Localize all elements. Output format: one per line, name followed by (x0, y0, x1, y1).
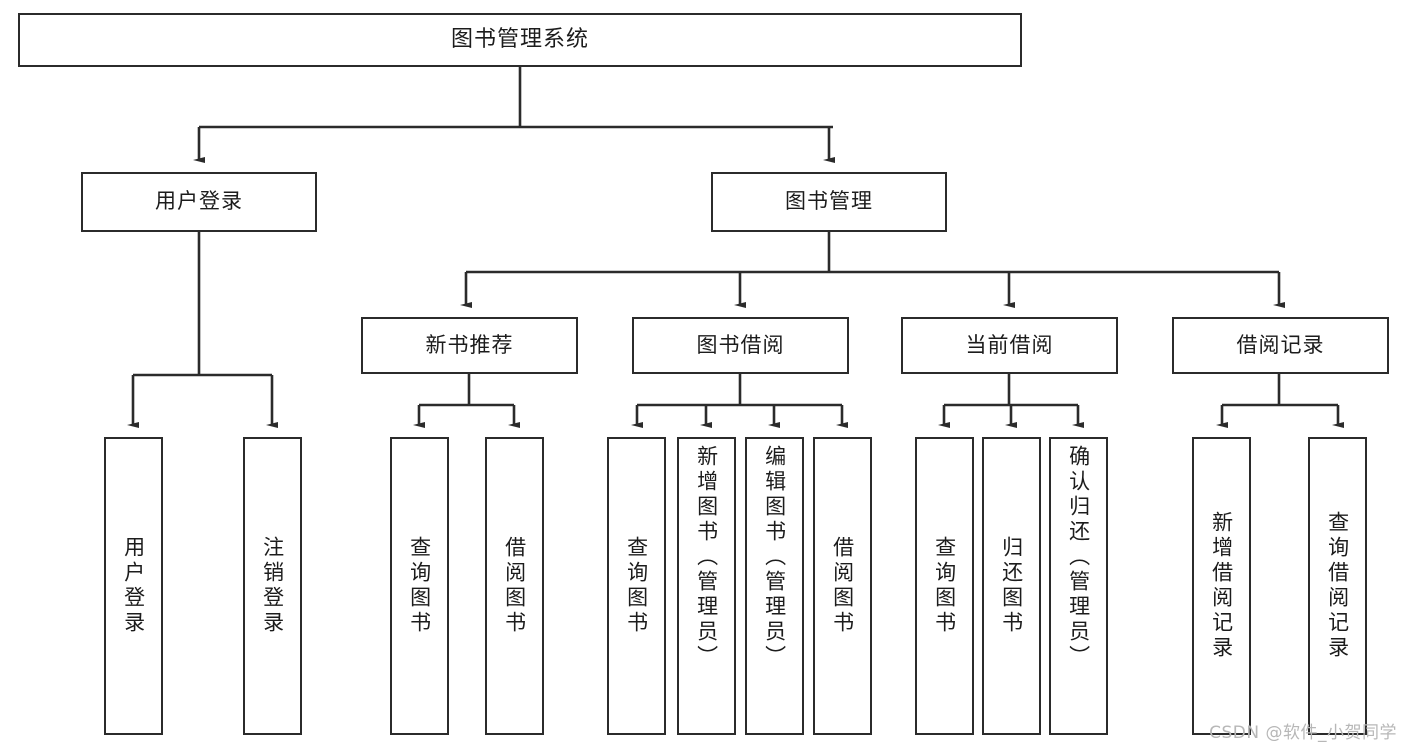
node-label: 用户登录 (155, 189, 243, 214)
node-label: 查询图书 (624, 536, 649, 636)
node-borrow-record[interactable]: 借阅记录 (1172, 317, 1389, 374)
node-label: 用户登录 (121, 536, 146, 636)
node-label: 新增借阅记录 (1209, 511, 1234, 661)
node-label: 借阅记录 (1236, 332, 1325, 357)
node-label: 当前借阅 (965, 332, 1054, 357)
leaf-user-login-logout[interactable]: 注销登录 (243, 437, 302, 735)
leaf-current-query-book[interactable]: 查询图书 (915, 437, 974, 735)
leaf-current-return-book[interactable]: 归还图书 (982, 437, 1041, 735)
node-book-management[interactable]: 图书管理 (711, 172, 947, 232)
leaf-borrow-edit-book-admin[interactable]: 编辑图书（管理员） (745, 437, 804, 735)
node-label: 图书管理 (785, 189, 873, 214)
node-label: 借阅图书 (830, 536, 855, 636)
leaf-record-query-record[interactable]: 查询借阅记录 (1308, 437, 1367, 735)
watermark: CSDN @软件_小贺同学 (1209, 723, 1397, 743)
leaf-record-add-record[interactable]: 新增借阅记录 (1192, 437, 1251, 735)
node-label: 图书借阅 (696, 332, 785, 357)
node-label: 归还图书 (999, 536, 1024, 636)
node-label: 查询图书 (932, 536, 957, 636)
node-user-login[interactable]: 用户登录 (81, 172, 317, 232)
node-current-borrow[interactable]: 当前借阅 (901, 317, 1118, 374)
node-label: 图书管理系统 (450, 26, 589, 52)
node-root-system[interactable]: 图书管理系统 (18, 13, 1022, 67)
node-label: 编辑图书（管理员） (762, 445, 787, 670)
leaf-borrow-borrow-book[interactable]: 借阅图书 (813, 437, 872, 735)
node-label: 查询借阅记录 (1325, 511, 1350, 661)
node-book-borrow[interactable]: 图书借阅 (632, 317, 849, 374)
node-label: 确认归还（管理员） (1066, 445, 1091, 670)
node-label: 新增图书（管理员） (694, 445, 719, 670)
leaf-new-book-query[interactable]: 查询图书 (390, 437, 449, 735)
node-new-book-recommend[interactable]: 新书推荐 (361, 317, 578, 374)
leaf-user-login-login[interactable]: 用户登录 (104, 437, 163, 735)
node-label: 借阅图书 (502, 536, 527, 636)
leaf-new-book-borrow[interactable]: 借阅图书 (485, 437, 544, 735)
leaf-borrow-query-book[interactable]: 查询图书 (607, 437, 666, 735)
leaf-borrow-add-book-admin[interactable]: 新增图书（管理员） (677, 437, 736, 735)
node-label: 新书推荐 (425, 332, 514, 357)
node-label: 查询图书 (407, 536, 432, 636)
leaf-current-confirm-return-admin[interactable]: 确认归还（管理员） (1049, 437, 1108, 735)
node-label: 注销登录 (260, 536, 285, 636)
